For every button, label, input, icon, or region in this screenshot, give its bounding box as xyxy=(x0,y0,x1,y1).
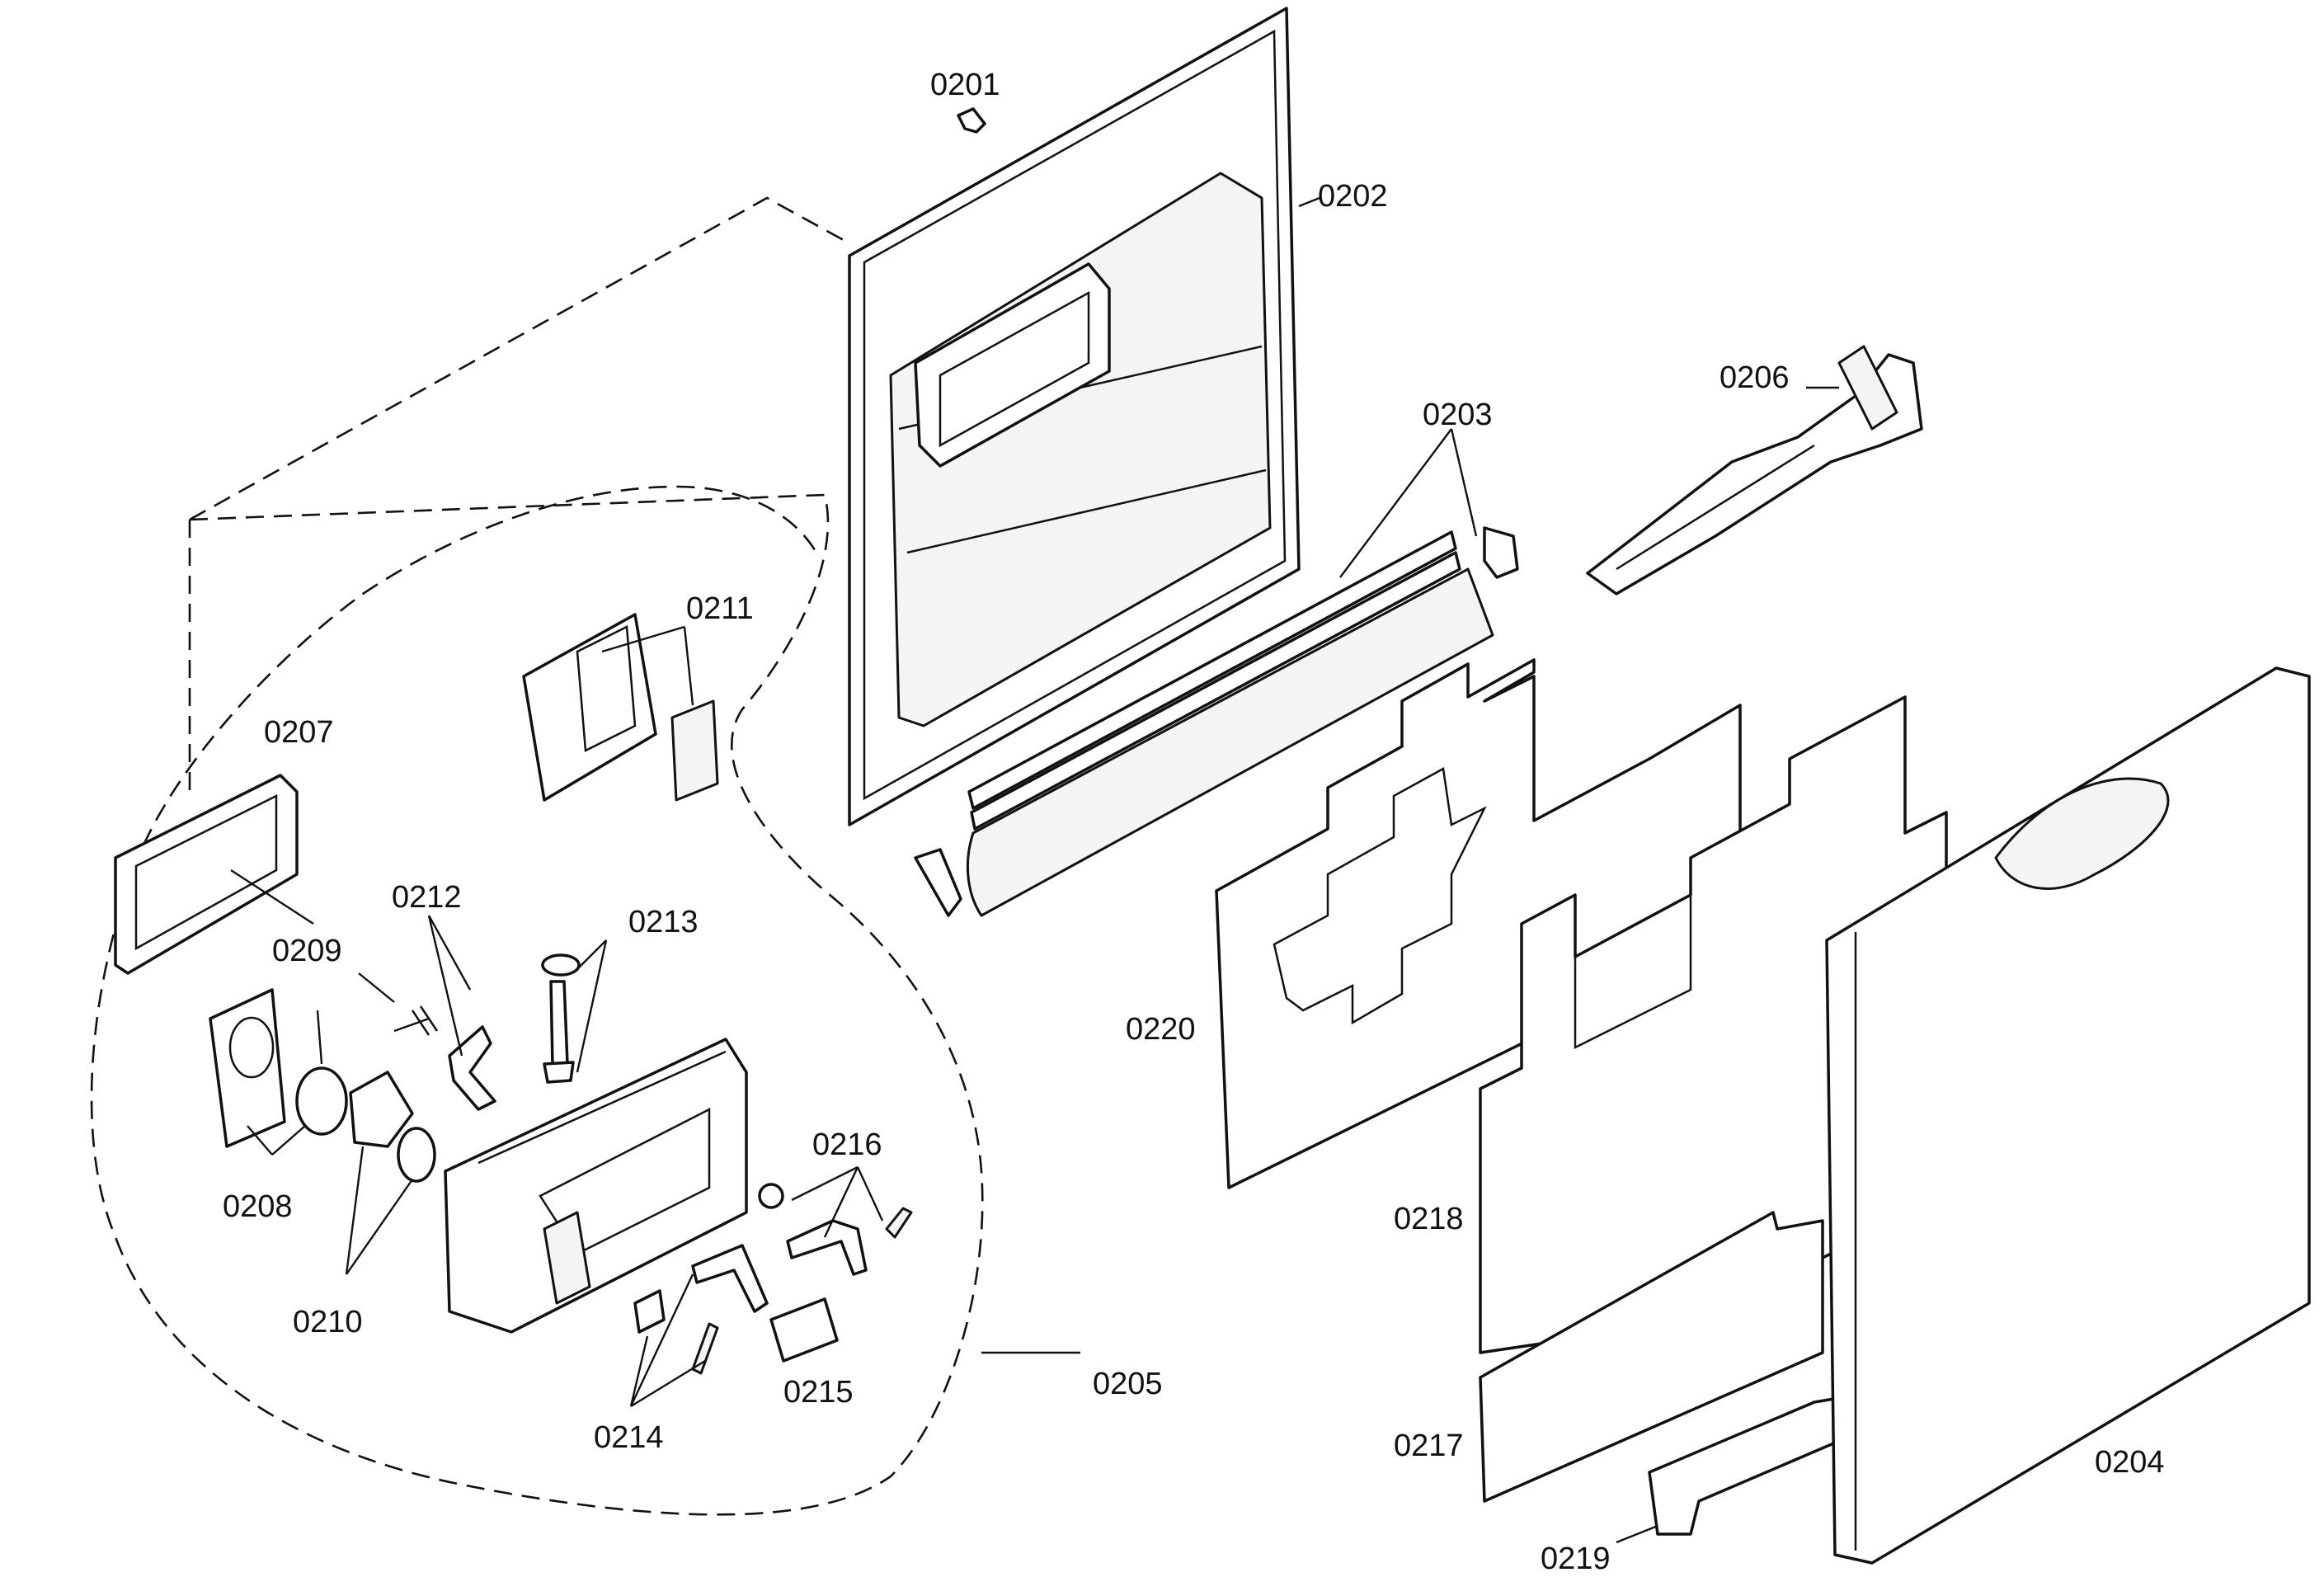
part-0202-inner-door xyxy=(848,7,1301,826)
label-0220: 0220 xyxy=(1126,1012,1196,1047)
part-dispenser-unit xyxy=(444,1038,748,1334)
label-0216: 0216 xyxy=(812,1127,882,1162)
part-0209-ring xyxy=(295,1066,348,1136)
part-0214-clips-springs xyxy=(633,1244,769,1375)
label-0210: 0210 xyxy=(293,1305,363,1339)
label-0215: 0215 xyxy=(783,1375,854,1410)
label-0218: 0218 xyxy=(1394,1202,1464,1236)
part-0212-spring xyxy=(393,1005,496,1111)
assembly-0205-outline xyxy=(90,485,984,1516)
label-0213: 0213 xyxy=(628,905,699,939)
part-0201-clip xyxy=(957,107,986,134)
part-0203-trim xyxy=(914,526,1519,917)
label-0204: 0204 xyxy=(2095,1445,2165,1480)
label-0208: 0208 xyxy=(223,1189,293,1224)
label-0201: 0201 xyxy=(930,68,1000,102)
label-0214: 0214 xyxy=(594,1420,664,1455)
part-0216-lever xyxy=(758,1183,913,1276)
label-0209: 0209 xyxy=(272,934,342,968)
label-0202: 0202 xyxy=(1318,179,1388,214)
part-0208-housing xyxy=(209,988,286,1148)
label-0207: 0207 xyxy=(264,715,334,750)
part-0215-block xyxy=(769,1297,839,1363)
label-0217: 0217 xyxy=(1394,1429,1464,1463)
part-0213-valve xyxy=(541,953,581,1084)
part-0210-nozzle xyxy=(349,1071,436,1183)
part-0204-outer-door xyxy=(1825,666,2311,1565)
label-0206: 0206 xyxy=(1719,360,1790,395)
part-0219-kick-strip xyxy=(1648,1392,1874,1536)
part-0220-insulation-panel xyxy=(1215,658,1742,1189)
part-0217-trim-panel xyxy=(1479,1211,1824,1503)
label-0219: 0219 xyxy=(1541,1542,1611,1576)
label-0212: 0212 xyxy=(392,880,462,915)
label-0205: 0205 xyxy=(1093,1367,1163,1401)
part-0206-hinge-bracket xyxy=(1586,345,1923,595)
assembly-link-dashed-line xyxy=(189,196,850,521)
part-0211-panel xyxy=(522,613,719,802)
label-0211: 0211 xyxy=(686,591,754,626)
leader-lines xyxy=(230,196,1839,1544)
part-0207-gasket-frame xyxy=(114,774,299,975)
label-0203: 0203 xyxy=(1423,398,1493,432)
